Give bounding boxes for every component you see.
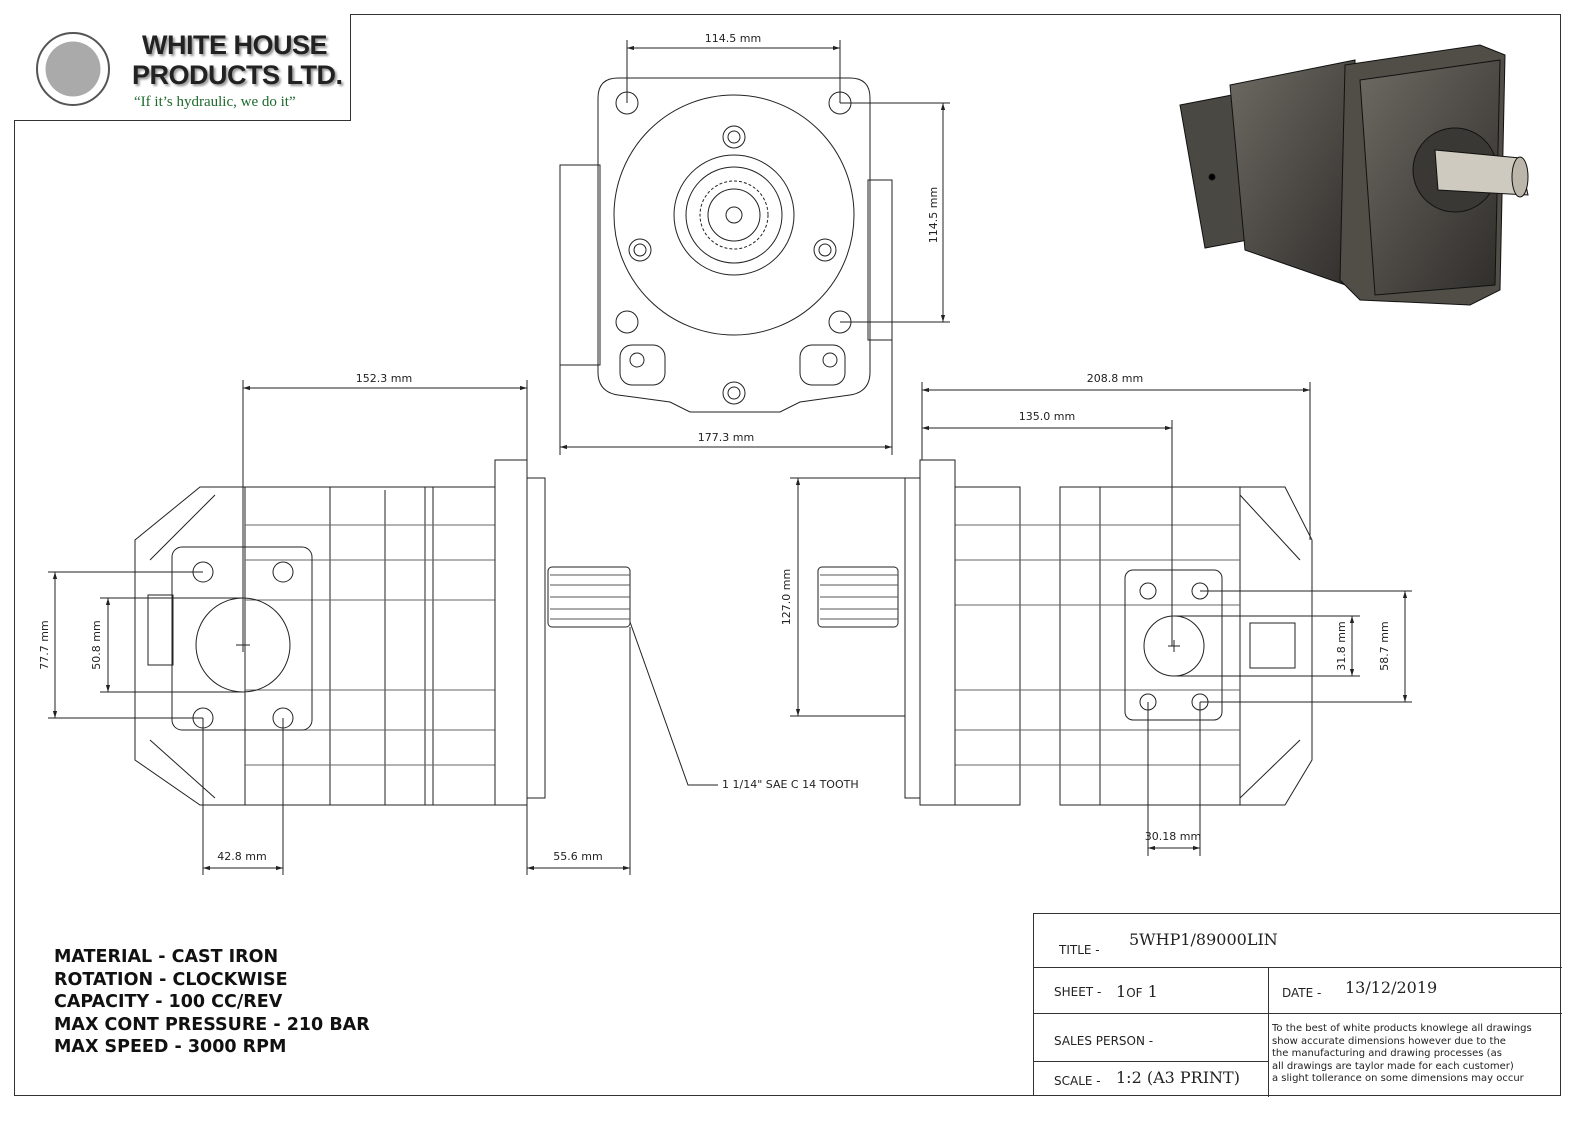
title-label: TITLE - <box>1059 943 1100 957</box>
right-side-view <box>790 382 1412 856</box>
drawing-frame <box>14 14 1561 1096</box>
dim-right-port-height: 58.7 mm <box>1378 621 1391 670</box>
dim-right-port-bore: 31.8 mm <box>1335 621 1348 670</box>
dim-front-bolt-height: 114.5 mm <box>927 187 940 243</box>
scale-value: 1:2 (A3 PRINT) <box>1116 1068 1240 1087</box>
disclaimer-line: To the best of white products knowlege a… <box>1272 1023 1532 1034</box>
dim-left-port-height: 77.7 mm <box>38 620 51 669</box>
sheet-total: 1 <box>1147 982 1158 1001</box>
spec-speed: MAX SPEED - 3000 RPM <box>54 1037 287 1057</box>
company-logo: WHITE HOUSE PRODUCTS LTD. “If it’s hydra… <box>14 14 351 121</box>
shaft-callout: 1 1/14" SAE C 14 TOOTH <box>722 778 859 791</box>
dim-front-overall-width: 177.3 mm <box>698 431 754 444</box>
sheet-number: 1 <box>1116 982 1127 1001</box>
spec-material: MATERIAL - CAST IRON <box>54 947 279 967</box>
dim-front-bolt-width: 114.5 mm <box>705 32 761 45</box>
dim-left-length: 152.3 mm <box>356 372 412 385</box>
dim-right-flange-height: 127.0 mm <box>780 569 793 625</box>
sales-person-label: SALES PERSON - <box>1054 1034 1154 1048</box>
dim-left-port-bolt: 42.8 mm <box>217 850 266 863</box>
disclaimer-line: the manufacturing and drawing processes … <box>1272 1048 1502 1059</box>
disclaimer-line: a slight tollerance on some dimensions m… <box>1272 1073 1524 1084</box>
dim-left-port-bore: 50.8 mm <box>90 620 103 669</box>
title-value: 5WHP1/89000LIN <box>1129 930 1278 949</box>
logo-tagline: “If it’s hydraulic, we do it” <box>134 94 296 110</box>
scale-label: SCALE - <box>1054 1074 1101 1088</box>
sheet-of: OF <box>1126 986 1143 1000</box>
dim-left-shaft-length: 55.6 mm <box>553 850 602 863</box>
dim-right-overall-length: 208.8 mm <box>1087 372 1143 385</box>
spec-rotation: ROTATION - CLOCKWISE <box>54 969 288 990</box>
front-view <box>559 40 950 455</box>
date-value: 13/12/2019 <box>1345 978 1438 997</box>
disclaimer-line: show accurate dimensions however due to … <box>1272 1035 1506 1047</box>
title-block: TITLE - 5WHP1/89000LIN SHEET - 1OF 1 DAT… <box>1033 913 1562 1097</box>
dim-right-port-position: 135.0 mm <box>1019 410 1075 423</box>
disclaimer: To the best of white products knowlege a… <box>1272 1023 1562 1086</box>
pump-3d-render <box>1179 44 1529 306</box>
sheet-label: SHEET - <box>1054 985 1102 999</box>
bolt-holes <box>615 91 852 405</box>
disclaimer-line: all drawings are taylor made for each cu… <box>1272 1060 1514 1072</box>
spec-capacity: CAPACITY - 100 CC/REV <box>54 992 283 1012</box>
dim-right-port-bolt: 30.18 mm <box>1145 830 1201 843</box>
spec-pressure: MAX CONT PRESSURE - 210 BAR <box>54 1014 370 1035</box>
logo-name-line1: WHITE HOUSE <box>142 30 328 60</box>
left-side-view <box>48 380 718 875</box>
date-label: DATE - <box>1282 986 1322 1000</box>
spec-list: MATERIAL - CAST IRON ROTATION - CLOCKWIS… <box>54 946 370 1059</box>
logo-name-line2: PRODUCTS LTD. <box>132 60 343 90</box>
logo-seal <box>36 32 110 106</box>
